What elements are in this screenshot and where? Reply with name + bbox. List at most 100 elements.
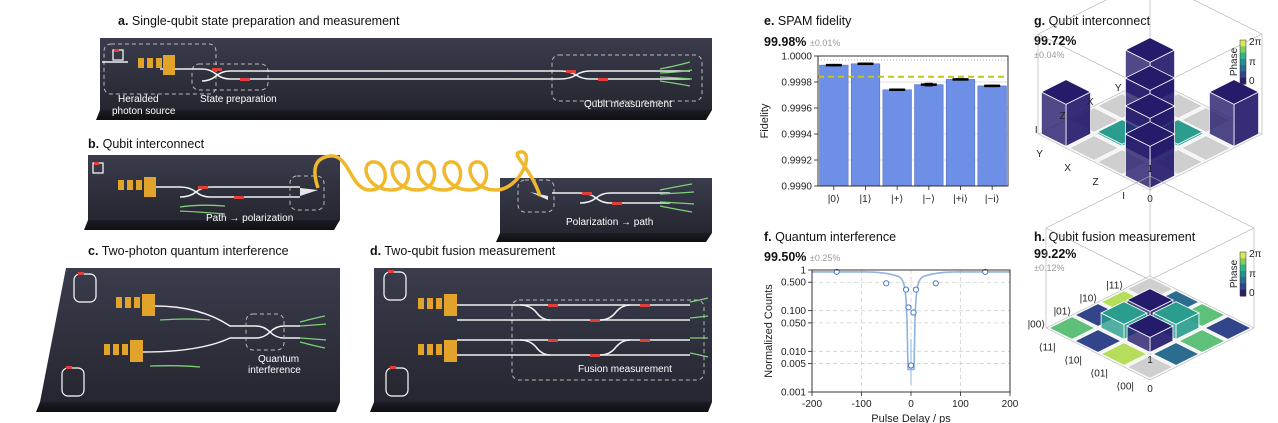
bar-5: [977, 85, 1007, 187]
chip-b-right: Polarization → path: [496, 178, 712, 242]
x-tick-label-1: |1⟩: [859, 194, 871, 205]
panel-g-error: ±0.04%: [1034, 50, 1065, 60]
colorbar-segment: [1240, 277, 1246, 284]
matrix-bar-front: [1125, 105, 1151, 161]
colorbar-segment: [1240, 40, 1246, 47]
colorbar-segment: [1240, 270, 1246, 278]
matrix-bar-side: [1177, 131, 1203, 147]
y-tick-label: 0.001: [781, 388, 806, 399]
origin-label: 0: [1147, 384, 1153, 395]
x-tick-label: 0: [908, 399, 914, 410]
matrix-box-edge: [1045, 175, 1255, 328]
matrix-bar-top: [1068, 135, 1120, 161]
colorbar-segment: [1240, 46, 1246, 54]
data-point-0: [833, 268, 840, 275]
matrix-bar-front: [1126, 325, 1151, 354]
y-tick-label: 0.010: [781, 347, 806, 358]
x-tick-label-2: |+⟩: [891, 194, 903, 205]
y-tick-label: 0.500: [781, 278, 806, 289]
matrix-bar-side: [1149, 105, 1175, 161]
plot-frame: [817, 55, 1009, 187]
matrix-bar-front: [1125, 133, 1151, 189]
data-point-3: [905, 304, 912, 311]
x-tick-label: 100: [952, 399, 969, 410]
panel-h-error: ±0.12%: [1034, 263, 1065, 273]
bar-2: [882, 89, 912, 187]
bar-4: [945, 79, 976, 187]
matrix-bar-top: [1126, 314, 1174, 338]
x-tick-label: 200: [1002, 399, 1019, 410]
x-tick-label: -100: [851, 399, 871, 410]
col-label: Z: [1093, 177, 1099, 188]
matrix-bar-front: [1100, 312, 1125, 341]
matrix-bar-top: [1096, 93, 1148, 119]
matrix-bar-top: [1180, 107, 1232, 133]
matrix-bar-side: [1149, 49, 1175, 105]
matrix-box-edge: [1149, 33, 1263, 91]
matrix-bar-front: [1209, 91, 1235, 147]
matrix-bar-side: [1123, 312, 1148, 341]
matrix-bar-front: [1152, 312, 1177, 341]
y-tick-label: 0.9994: [781, 130, 812, 141]
matrix-bar-front: [1153, 131, 1179, 147]
row-label: X: [1087, 97, 1094, 108]
row-label: |10⟩: [1080, 294, 1098, 305]
colorbar-tick: π: [1249, 57, 1256, 68]
matrix-bar-side: [1175, 312, 1200, 341]
matrix-bar-top: [1100, 301, 1148, 325]
matrix-bar-side: [1149, 299, 1174, 328]
matrix-bar-top: [1040, 79, 1092, 105]
y-tick-label: 0.100: [781, 306, 806, 317]
row-label: Y: [1115, 83, 1122, 94]
matrix-bar-side: [1149, 133, 1175, 189]
optical-fiber: [313, 150, 542, 197]
panel-b-title: b. Qubit interconnect: [88, 137, 205, 151]
panel-h-title: h. Qubit fusion measurement: [1034, 230, 1196, 244]
label-quantum: Quantum: [258, 354, 299, 365]
col-label: ⟨01|: [1090, 368, 1108, 379]
matrix-bar-top: [1152, 119, 1204, 145]
plot-frame: [811, 269, 1011, 393]
matrix-bar-side: [1149, 77, 1175, 133]
matrix-bar-top: [1074, 303, 1122, 327]
matrix-bar-side: [1121, 131, 1147, 147]
colorbar-tick: 0: [1249, 76, 1255, 87]
data-point-5: [910, 309, 917, 316]
panel-c-title: c. Two-photon quantum interference: [88, 244, 289, 258]
panel-f-title: f. Quantum interference: [764, 230, 897, 244]
colorbar-segment: [1240, 77, 1246, 85]
panel-e-title: e. SPAM fidelity: [764, 14, 852, 28]
matrix-bar-side: [1149, 325, 1174, 354]
label-qubit-measurement: Qubit measurement: [584, 99, 672, 110]
matrix-bar-top: [1124, 93, 1176, 119]
matrix-bar-top: [1100, 290, 1148, 314]
matrix-bar-front: [1126, 299, 1151, 328]
matrix-bar-top: [1208, 79, 1260, 105]
matrix-bar-front: [1097, 131, 1123, 147]
bar-3: [914, 84, 944, 187]
panel-f-value: 99.50% ±0.25%: [764, 250, 841, 264]
matrix-bar-top: [1124, 37, 1176, 63]
colorbar-tick: 0: [1249, 288, 1255, 299]
colorbar-frame: [1239, 251, 1247, 297]
y-axis-label: Fidelity: [759, 103, 771, 138]
matrix-bar-side: [1065, 91, 1091, 147]
matrix-bar-front: [1125, 49, 1151, 105]
data-point-7: [932, 280, 939, 287]
matrix-floor: [1037, 77, 1263, 191]
matrix-bar-top: [1178, 303, 1226, 327]
origin-label: 0: [1147, 194, 1153, 205]
label-interference: interference: [248, 365, 301, 376]
label-heralded: Heralded: [118, 94, 159, 105]
col-label: X: [1064, 163, 1071, 174]
matrix-bar-top: [1096, 119, 1148, 145]
matrix-bar-top: [1180, 135, 1232, 161]
colorbar-segment: [1240, 65, 1246, 72]
matrix-bar-top: [1124, 65, 1176, 91]
colorbar-segment: [1240, 258, 1246, 266]
matrix-bar-top: [1152, 149, 1204, 175]
colorbar-label: Phase: [1229, 259, 1240, 288]
colorbar-segment: [1240, 58, 1246, 66]
row-label: |11⟩: [1106, 281, 1123, 292]
chip-illustrations: Heralded photon source State preparation…: [36, 38, 712, 412]
